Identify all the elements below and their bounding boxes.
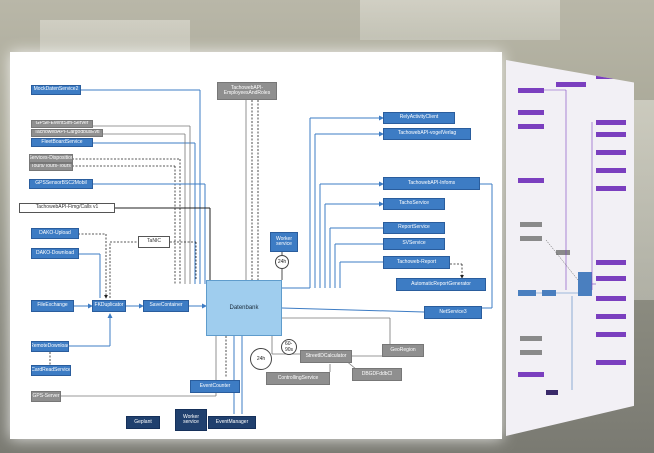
timer-24h-top: 24h — [275, 255, 289, 269]
tachoweb-fimg-node[interactable]: TachowebAPI-Fimg/Calls v1 — [19, 203, 115, 213]
side-node — [518, 290, 536, 296]
background-window-top — [360, 0, 560, 40]
side-diagram-panel — [506, 60, 634, 436]
geo-region-node[interactable]: GeoRegion — [382, 344, 424, 357]
event-counter-node[interactable]: EventCounter — [190, 380, 240, 393]
side-node — [596, 120, 626, 125]
side-node — [596, 168, 626, 173]
side-node — [546, 390, 558, 395]
tacho-service-node[interactable]: TachoService — [383, 198, 445, 210]
side-node — [596, 276, 626, 281]
street-calculator-node[interactable]: StreetIDCalculator — [300, 350, 352, 363]
side-node — [518, 124, 544, 129]
tachoweb-vogelverlag-node[interactable]: TachowebAPI-vogelVerlag — [383, 128, 471, 140]
tanic-node[interactable]: TaNIC — [138, 236, 170, 248]
net-service-node[interactable]: NetService3 — [424, 306, 482, 319]
sv-service-node[interactable]: SVService — [383, 238, 445, 250]
file-exchange-node[interactable]: FileExchange — [31, 300, 74, 312]
gps-sensor-mobile-node[interactable]: GPSSensorBSC2Mobil — [29, 179, 93, 189]
side-node — [520, 236, 542, 241]
connector-lines — [49, 89, 493, 414]
gps-eventsim-node[interactable]: GPSe-EventSim-Server — [31, 120, 93, 128]
tachoweb-report-node[interactable]: Tachoweb-Report — [383, 256, 450, 269]
timer-24h-bottom: 24h — [250, 348, 272, 370]
side-node — [596, 150, 626, 155]
side-node — [596, 314, 626, 319]
tachoweb-infoms-node[interactable]: TachowebAPI-Infoms — [383, 177, 480, 190]
side-node — [520, 336, 542, 341]
remote-download-node[interactable]: RemoteDownload — [31, 341, 69, 352]
fk-duplicator-node[interactable]: FKDuplicator — [92, 300, 126, 312]
side-node — [596, 186, 626, 191]
mockdatenservice-node[interactable]: MockDatenService2 — [31, 85, 81, 95]
event-manager-node[interactable]: EventManager — [208, 416, 256, 429]
controlling-node[interactable]: ControllingService — [266, 372, 330, 385]
side-node — [596, 296, 626, 301]
report-service-node[interactable]: ReportService — [383, 222, 445, 234]
datenbank-node[interactable]: Datenbank — [206, 280, 282, 336]
timer-60-90s: 60- 90s — [281, 339, 297, 355]
services-disposition-node[interactable]: Services-Disposition — [29, 154, 73, 163]
side-connector-lines — [536, 89, 596, 390]
side-node — [556, 82, 586, 87]
fleetboard-node[interactable]: FleetBoardService — [31, 138, 93, 147]
side-node — [596, 332, 626, 337]
card-reader-node[interactable]: CardReadService — [31, 365, 71, 376]
tachoweb-employees-node[interactable]: TachowebAPI- EmployeesAndRoles — [217, 82, 277, 100]
dako-upload-node[interactable]: DAKO-Upload — [31, 228, 79, 239]
automatic-report-node[interactable]: AutomaticReportGenerator — [396, 278, 486, 291]
rely-activity-node[interactable]: RelyActivityClient — [383, 112, 455, 124]
side-node — [518, 88, 544, 93]
side-node — [520, 350, 542, 355]
geplant-node[interactable]: Geplant — [126, 416, 160, 429]
side-node — [596, 260, 626, 265]
dbg-fddb-node[interactable]: DBGDFddbCl — [352, 368, 402, 381]
side-node — [518, 178, 544, 183]
save-container-node[interactable]: SaveContainer — [143, 300, 189, 312]
side-node — [520, 222, 542, 227]
side-node — [596, 360, 626, 365]
side-node — [556, 250, 570, 255]
side-node — [596, 132, 626, 137]
side-node — [578, 272, 592, 296]
side-node — [518, 110, 544, 115]
tours-node[interactable]: Tours/Tours-Tours — [29, 163, 73, 171]
worker-service-top-node[interactable]: Worker service — [270, 232, 298, 252]
architecture-diagram: MockDatenService2 TachowebAPI- Employees… — [10, 52, 502, 439]
side-node — [518, 372, 544, 377]
worker-service-bottom-node[interactable]: Worker service — [175, 409, 207, 431]
dako-download-node[interactable]: DAKO-Download — [31, 248, 79, 259]
tachoweb-cargodb-node[interactable]: TachowebAPI-CargodbusEvtl — [31, 129, 103, 137]
gps-server-node[interactable]: GPS-Server — [31, 391, 61, 402]
